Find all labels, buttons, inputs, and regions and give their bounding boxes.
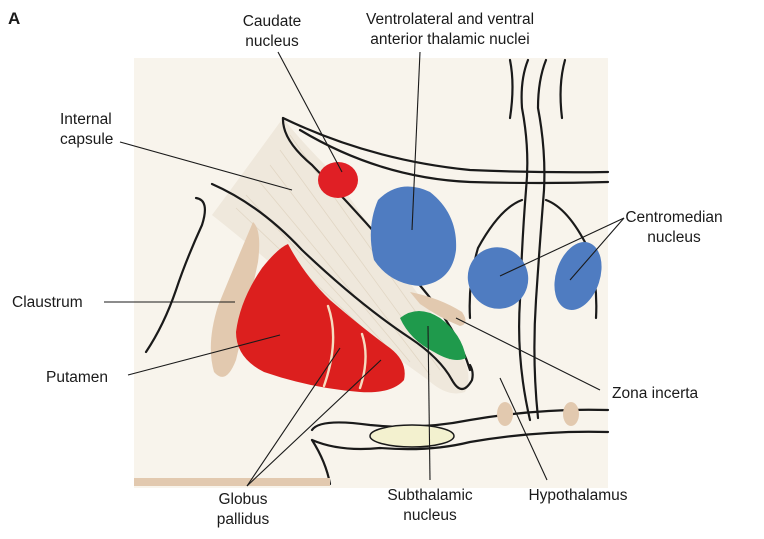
label-globus-pallidus-line2: pallidus xyxy=(217,511,270,528)
label-caudate-nucleus-line1: Caudate xyxy=(243,13,302,30)
label-ventrolateral-line2: anterior thalamic nuclei xyxy=(370,31,529,48)
hypothalamic-nucleus-right xyxy=(563,402,579,426)
panel-letter: A xyxy=(8,9,20,28)
label-zona-incerta: Zona incerta xyxy=(612,385,699,402)
label-ventrolateral-line1: Ventrolateral and ventral xyxy=(366,11,534,28)
caudate-nucleus-shape xyxy=(318,162,358,198)
label-centromedian-line2: nucleus xyxy=(647,229,701,246)
label-caudate-nucleus-line2: nucleus xyxy=(245,33,299,50)
label-centromedian-line1: Centromedian xyxy=(625,209,722,226)
base-strip xyxy=(134,478,330,486)
label-subthalamic-line2: nucleus xyxy=(403,507,457,524)
label-hypothalamus: Hypothalamus xyxy=(528,487,627,504)
label-globus-pallidus-line1: Globus xyxy=(218,491,267,508)
label-claustrum: Claustrum xyxy=(12,294,83,311)
hypothalamic-nucleus-left xyxy=(497,402,513,426)
label-internal-capsule-line2: capsule xyxy=(60,131,113,148)
optic-tract xyxy=(370,425,454,447)
label-internal-capsule-line1: Internal xyxy=(60,111,112,128)
label-putamen: Putamen xyxy=(46,369,108,386)
label-subthalamic-line1: Subthalamic xyxy=(387,487,473,504)
